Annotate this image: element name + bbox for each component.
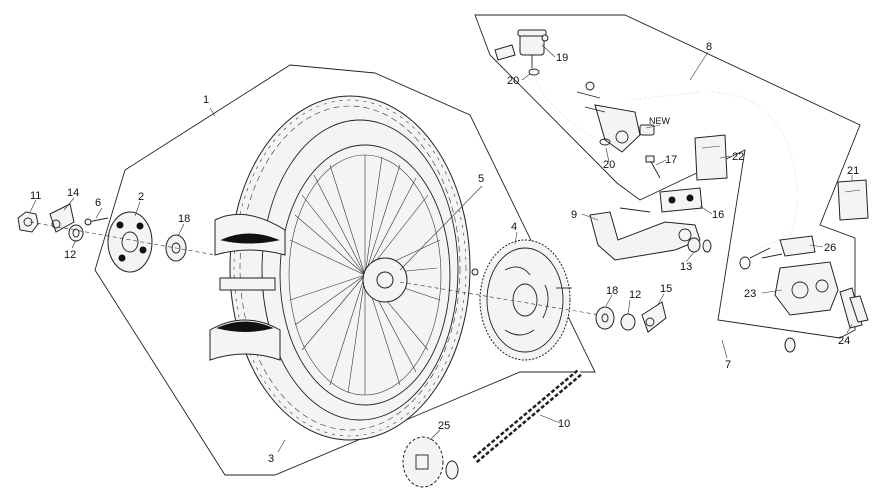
callout-8: 8 [706,41,712,53]
callout-18-left: 18 [178,213,190,225]
callout-12-left: 12 [64,249,76,261]
callout-5: 5 [478,173,484,185]
leader-lines [29,44,853,453]
front-sprocket [402,436,459,488]
caliper-bracket-9 [589,187,703,261]
callout-2: 2 [138,191,144,203]
bolt-17 [645,155,661,179]
brake-reservoir [494,29,549,68]
callout-21: 21 [847,165,859,177]
callout-23: 23 [744,288,756,300]
callout-24: 24 [838,335,850,347]
callout-1: 1 [203,94,209,106]
callout-25: 25 [438,420,450,432]
brake-disc-2 [107,211,153,273]
callout-14: 14 [67,187,79,199]
callout-22: 22 [732,151,744,163]
hose-clamp-20 [528,68,611,146]
spacer-13 [687,237,712,253]
rear-sprocket [471,239,572,361]
hose-end-fitting [739,247,771,270]
brake-group-outline [474,14,861,339]
callout-9: 9 [571,209,577,221]
bearing-18-right [595,306,615,330]
callout-4: 4 [511,221,517,233]
callout-20-top: 20 [507,75,519,87]
rear-axle [667,328,796,353]
callout-18-right: 18 [606,285,618,297]
callout-12-right: 12 [629,289,641,301]
drive-chain [472,368,583,464]
decal-22 [694,134,728,181]
brake-pads-24 [839,287,869,329]
callout-20-bottom: 20 [603,159,615,171]
callout-6: 6 [95,197,101,209]
brake-caliper-23 [761,235,839,316]
decal-21 [837,179,869,221]
callout-16: 16 [712,209,724,221]
callout-labels: 1 2 3 4 5 6 7 8 9 10 11 12 12 13 14 15 1… [30,41,859,465]
callout-11: 11 [30,190,41,202]
callout-10: 10 [558,418,570,430]
wheel-rim [279,144,451,406]
spacer-12-right [620,313,636,331]
tube-section [209,213,286,361]
axle-nut-11 [17,211,39,233]
spacer-12-left [68,224,84,242]
callout-26: 26 [824,242,836,254]
new-part-tag: NEW [649,116,671,126]
callout-17: 17 [665,154,677,166]
callout-13: 13 [680,261,692,273]
chain-adjuster-15 [641,301,667,333]
callout-15: 15 [660,283,672,295]
brake-hose [531,67,799,251]
bolt-6 [84,217,109,226]
callout-3: 3 [268,453,274,465]
master-cylinder [576,81,655,153]
callout-7: 7 [725,359,731,371]
callout-19: 19 [556,52,568,64]
